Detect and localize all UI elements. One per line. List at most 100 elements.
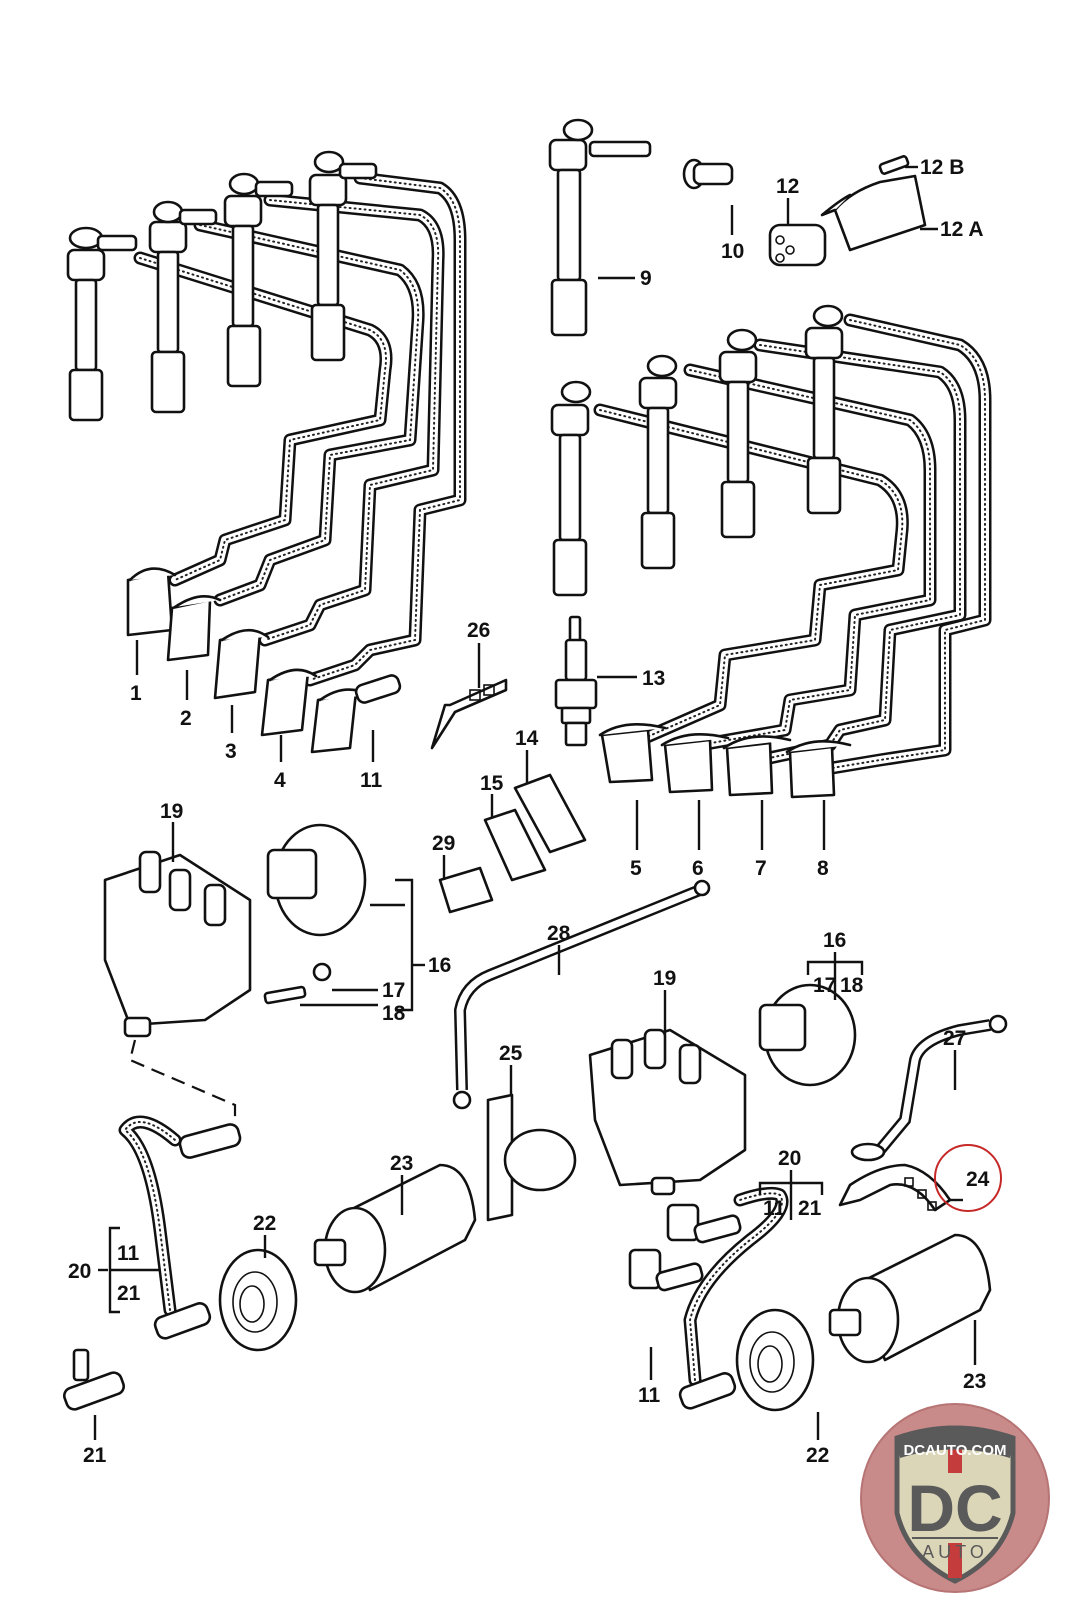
callout-7: 7 bbox=[755, 857, 767, 880]
callout-4: 4 bbox=[274, 769, 286, 792]
connector-boot-11b bbox=[628, 1248, 704, 1292]
callout-21: 21 bbox=[83, 1444, 107, 1467]
callout-22-left: 22 bbox=[253, 1212, 276, 1235]
callout-labels: 1 2 3 4 11 9 10 12 12 A 12 B 13 26 14 15… bbox=[68, 156, 990, 1467]
logo-url: DCAUTO.COM bbox=[903, 1442, 1006, 1459]
callout-20-left-sub-11: 11 bbox=[117, 1242, 140, 1265]
part-29-clip bbox=[438, 866, 494, 914]
part-25-clamp bbox=[486, 1093, 577, 1222]
callout-26: 26 bbox=[467, 619, 490, 642]
distributor-cap-left bbox=[103, 850, 252, 1038]
highlight-circle-24 bbox=[934, 1144, 1002, 1212]
part-15-plate bbox=[483, 808, 547, 882]
part-27-strap bbox=[850, 1014, 1008, 1162]
long-boot-6 bbox=[638, 354, 678, 570]
callout-18-right: 18 bbox=[840, 974, 864, 997]
callout-20-left-sub-21: 21 bbox=[117, 1282, 141, 1305]
rotor-assembly-right bbox=[758, 983, 857, 1087]
screw-18-left bbox=[263, 985, 307, 1005]
callout-28: 28 bbox=[547, 922, 571, 945]
callout-25: 25 bbox=[499, 1042, 523, 1065]
callout-20-right-sub-21: 21 bbox=[798, 1197, 822, 1220]
callout-13: 13 bbox=[642, 667, 665, 690]
angled-boot-4 bbox=[260, 668, 318, 737]
callout-17-right: 17 bbox=[813, 974, 836, 997]
part-23-coil-left bbox=[313, 1163, 477, 1294]
right-cables bbox=[593, 313, 992, 777]
callout-20-left: 20 bbox=[68, 1260, 91, 1283]
callout-11-top: 11 bbox=[360, 769, 383, 792]
part-12a-housing bbox=[820, 174, 927, 252]
part-22-boot-right bbox=[735, 1308, 815, 1412]
logo-stripe-bottom bbox=[948, 1543, 962, 1578]
callout-29: 29 bbox=[432, 832, 455, 855]
callout-23-left: 23 bbox=[390, 1152, 413, 1175]
rotor-assembly-left bbox=[266, 823, 367, 937]
part-13-spark-plug bbox=[554, 615, 598, 747]
long-boot-1 bbox=[66, 226, 138, 422]
part-26-bracket bbox=[430, 678, 508, 750]
long-boot-8 bbox=[804, 304, 844, 515]
part-28-ground-strap bbox=[452, 879, 711, 1110]
callout-17-left: 17 bbox=[382, 979, 405, 1002]
callout-19-left: 19 bbox=[160, 800, 183, 823]
callout-9: 9 bbox=[640, 267, 652, 290]
angled-boot-5 bbox=[598, 723, 667, 784]
callout-1: 1 bbox=[130, 682, 142, 705]
callout-15: 15 bbox=[480, 772, 504, 795]
angled-boot-6 bbox=[660, 733, 730, 794]
callout-12a: 12 A bbox=[940, 218, 984, 241]
callout-23-right: 23 bbox=[963, 1370, 986, 1393]
callout-16-right: 16 bbox=[823, 929, 846, 952]
callout-6: 6 bbox=[692, 857, 704, 880]
callout-16-left: 16 bbox=[428, 954, 451, 977]
callout-22-right: 22 bbox=[806, 1444, 829, 1467]
angled-boot-3 bbox=[213, 628, 270, 700]
part-23-coil-right bbox=[828, 1233, 992, 1364]
washer-17-left bbox=[312, 962, 332, 982]
part-12-connector bbox=[768, 223, 827, 267]
callout-20-right-sub-11: 11 bbox=[763, 1197, 786, 1220]
callout-27: 27 bbox=[943, 1027, 966, 1050]
callout-2: 2 bbox=[180, 707, 192, 730]
logo-word: AUTO bbox=[922, 1542, 988, 1562]
long-boot-5 bbox=[550, 380, 592, 597]
long-boot-2 bbox=[148, 200, 218, 414]
callout-11-bottom: 11 bbox=[638, 1384, 661, 1407]
callout-18-left: 18 bbox=[382, 1002, 406, 1025]
angled-boot-2 bbox=[166, 595, 222, 662]
logo-monogram: DC bbox=[907, 1471, 1002, 1545]
long-boot-7 bbox=[718, 328, 758, 539]
long-boot-4 bbox=[308, 150, 378, 362]
leader-lines bbox=[93, 165, 977, 1440]
callout-8: 8 bbox=[817, 857, 829, 880]
callout-14: 14 bbox=[515, 727, 539, 750]
callout-5: 5 bbox=[630, 857, 642, 880]
cable-20-right bbox=[678, 1186, 789, 1410]
left-cable-set bbox=[66, 150, 467, 754]
left-cables bbox=[133, 171, 467, 687]
part-21-connector bbox=[63, 1348, 125, 1411]
part-10-rotor-shaft bbox=[682, 158, 734, 190]
part-24-clamp bbox=[838, 1163, 952, 1212]
dashed-link-left bbox=[128, 1039, 237, 1120]
angled-boot-11 bbox=[310, 674, 402, 754]
angled-boot-1 bbox=[126, 567, 177, 637]
connector-boot-11a bbox=[666, 1203, 742, 1244]
distributor-cap-right bbox=[588, 1028, 747, 1196]
right-cable-set bbox=[550, 304, 992, 799]
callout-19-right: 19 bbox=[653, 967, 676, 990]
callout-12: 12 bbox=[776, 175, 799, 198]
angled-boot-8 bbox=[785, 740, 852, 799]
boot-9 bbox=[548, 118, 652, 337]
dcauto-logo: DCAUTO.COM DC AUTO bbox=[860, 1403, 1050, 1593]
callout-20-right: 20 bbox=[778, 1147, 801, 1170]
part-14-plate bbox=[513, 773, 587, 854]
long-boot-3 bbox=[223, 172, 294, 388]
callout-10: 10 bbox=[721, 240, 744, 263]
callout-12b: 12 B bbox=[920, 156, 964, 179]
cable-20-left bbox=[118, 1115, 242, 1340]
part-12b-screw bbox=[878, 155, 910, 175]
part-22-boot-left bbox=[218, 1248, 298, 1352]
